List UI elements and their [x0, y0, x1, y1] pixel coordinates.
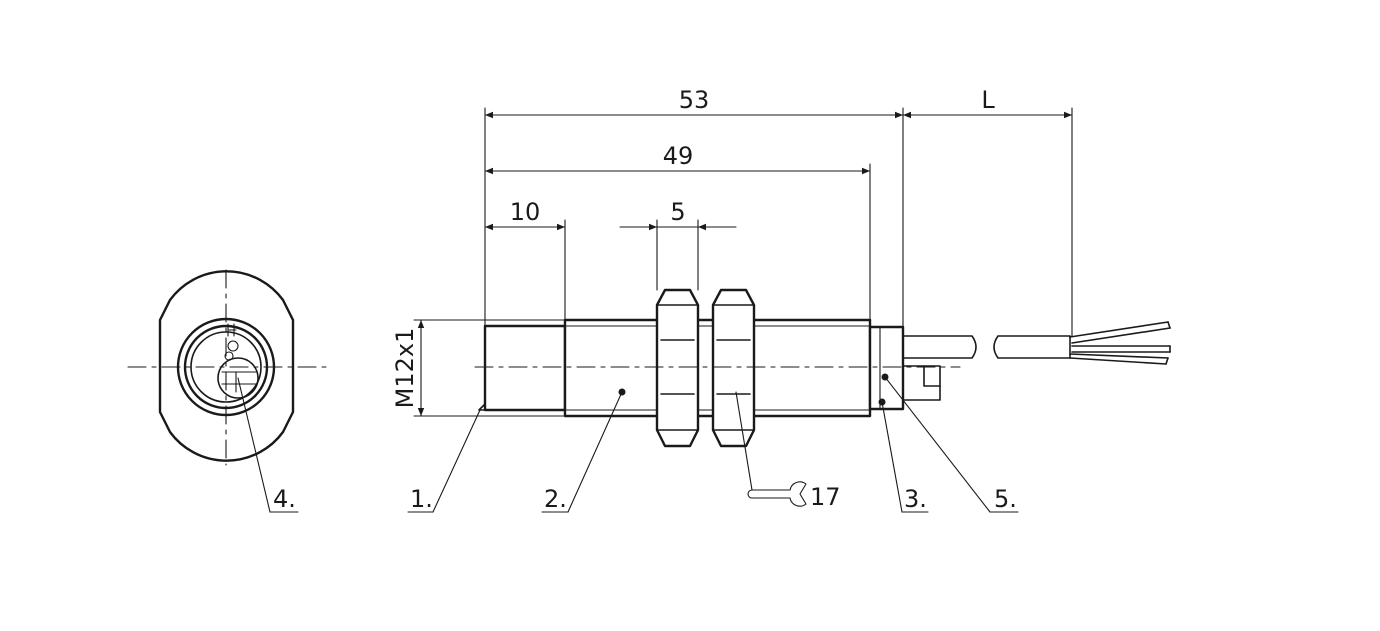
wrench-icon	[747, 481, 807, 507]
callout-housing: 2.	[544, 485, 567, 513]
front-view: 4.	[127, 269, 327, 513]
dim-overall-length: 53	[679, 86, 710, 114]
callout-led: 4.	[273, 485, 296, 513]
callout-end-cap: 3.	[904, 485, 927, 513]
dim-cable-length: L	[981, 86, 995, 114]
callouts: 1. 2. 3. 5. 17	[407, 376, 1019, 513]
dim-nut-width: 5	[670, 198, 685, 226]
side-view	[474, 288, 1171, 448]
dim-cap-length: 10	[510, 198, 541, 226]
dimension-lines: 53 L 49 10 5 M12x1	[391, 86, 1073, 417]
callout-front-face: 1.	[410, 485, 433, 513]
dim-body-length: 49	[663, 142, 694, 170]
wrench-size: 17	[810, 483, 841, 511]
callout-indicator: 5.	[994, 485, 1017, 513]
dim-thread: M12x1	[391, 328, 419, 409]
